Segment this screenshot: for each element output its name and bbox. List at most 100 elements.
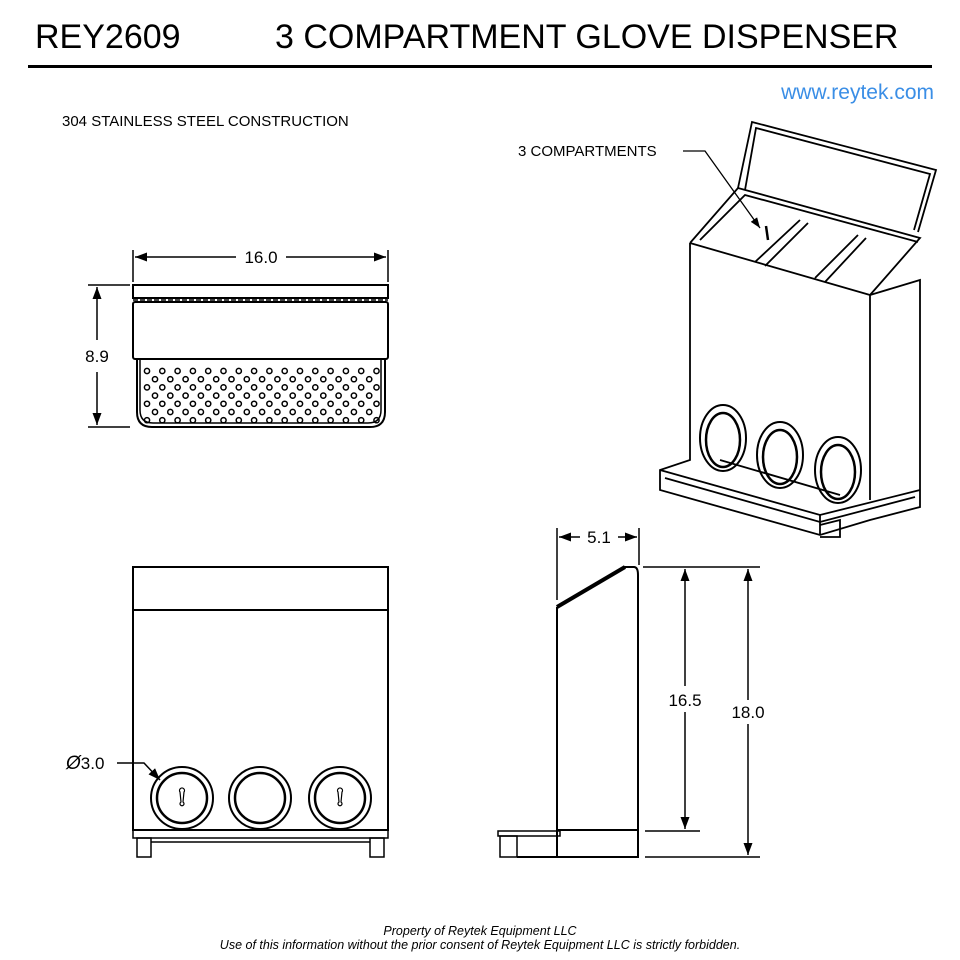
perforation-hole xyxy=(281,416,289,424)
perforation-hole xyxy=(373,416,380,424)
perforation-hole xyxy=(266,367,273,375)
perforation-hole xyxy=(166,408,174,416)
perforation-hole xyxy=(158,400,166,408)
perforation-hole xyxy=(296,400,304,408)
perforation-hole xyxy=(311,416,319,424)
perforation-hole xyxy=(304,392,312,399)
perforation-hole xyxy=(311,367,319,375)
perforation-hole xyxy=(289,392,297,399)
perforation-hole xyxy=(281,367,289,375)
perforation-hole xyxy=(373,400,380,408)
perforation-hole xyxy=(357,384,365,391)
body-height-dimension: 16.5 xyxy=(668,691,701,710)
overall-height-dimension: 18.0 xyxy=(731,703,764,722)
perforation-hole xyxy=(350,408,358,416)
perforation-hole xyxy=(258,408,266,416)
perforation-hole xyxy=(182,392,189,399)
perforation-hole xyxy=(266,400,273,408)
perforation-hole xyxy=(212,408,220,416)
perforation-hole xyxy=(243,375,251,383)
perforation-hole xyxy=(235,400,243,408)
perforation-hole xyxy=(357,416,365,424)
perforation-hole xyxy=(174,367,181,375)
top-view: 16.0 8.9 xyxy=(85,248,389,428)
perforation-hole xyxy=(342,384,350,391)
perforation-hole xyxy=(281,384,289,391)
footer: Property of Reytek Equipment LLC Use of … xyxy=(0,924,960,952)
glove-port-center xyxy=(228,766,292,830)
perforation-hole xyxy=(189,416,197,424)
perforation-hole xyxy=(335,375,342,383)
side-depth-dimension: 5.1 xyxy=(587,528,611,547)
perforation-hole xyxy=(289,375,297,383)
perforation-hole xyxy=(350,392,358,399)
iso-port-2 xyxy=(756,421,804,489)
perforation-hole xyxy=(166,392,174,399)
page-title: 3 COMPARTMENT GLOVE DISPENSER xyxy=(275,18,899,56)
diameter-symbol: Ø xyxy=(65,753,82,774)
keyhole-icon xyxy=(764,225,770,241)
perforation-hole xyxy=(274,375,281,383)
perforation-hole xyxy=(327,416,334,424)
perforation-hole xyxy=(243,408,251,416)
footer-disclaimer: Use of this information without the prio… xyxy=(219,938,741,952)
perforation-hole xyxy=(335,392,342,399)
iso-port-1 xyxy=(699,404,747,472)
perforation-hole xyxy=(143,367,151,375)
perforation-hole xyxy=(289,408,297,416)
perforation-hole xyxy=(228,408,235,416)
perforation-hole xyxy=(274,392,281,399)
material-note: 304 STAINLESS STEEL CONSTRUCTION xyxy=(62,113,349,130)
perforation-hole xyxy=(250,416,258,424)
perforation-hole xyxy=(335,408,342,416)
perforation-hole xyxy=(304,375,312,383)
side-view: 5.1 16.5 18.0 xyxy=(497,528,765,858)
perforation-hole xyxy=(220,384,227,391)
perforation-hole xyxy=(204,416,212,424)
website-link[interactable]: www.reytek.com xyxy=(781,81,934,104)
perforation-pattern xyxy=(143,367,380,424)
perforation-hole xyxy=(143,400,151,408)
perforation-hole xyxy=(212,375,220,383)
perforation-hole xyxy=(250,367,258,375)
perforation-hole xyxy=(204,367,212,375)
perforation-hole xyxy=(357,400,365,408)
keyhole-icon xyxy=(336,787,344,807)
perforation-hole xyxy=(158,367,166,375)
perforation-hole xyxy=(158,416,166,424)
perforation-hole xyxy=(365,375,373,383)
perforation-hole xyxy=(166,375,174,383)
perforation-hole xyxy=(266,384,273,391)
title-divider xyxy=(28,65,932,68)
perforation-hole xyxy=(174,400,181,408)
perforation-hole xyxy=(296,367,304,375)
perforation-hole xyxy=(220,367,227,375)
perforation-hole xyxy=(143,384,151,391)
perforation-hole xyxy=(319,392,327,399)
perforation-hole xyxy=(274,408,281,416)
perforation-hole xyxy=(250,400,258,408)
perforation-hole xyxy=(189,384,197,391)
perforation-hole xyxy=(182,408,189,416)
perforation-hole xyxy=(373,367,380,375)
perforation-hole xyxy=(151,392,159,399)
perforation-hole xyxy=(197,408,205,416)
perforation-hole xyxy=(151,375,159,383)
perforation-hole xyxy=(319,408,327,416)
depth-dimension: 8.9 xyxy=(85,347,109,366)
perforation-hole xyxy=(266,416,273,424)
perforation-hole xyxy=(365,408,373,416)
svg-text:Ø3.0: Ø3.0 xyxy=(65,753,104,774)
front-view: Ø3.0 xyxy=(65,566,389,858)
perforation-hole xyxy=(258,392,266,399)
perforation-hole xyxy=(311,400,319,408)
perforation-hole xyxy=(151,408,159,416)
perforation-hole xyxy=(243,392,251,399)
perforation-hole xyxy=(182,375,189,383)
perforation-hole xyxy=(342,367,350,375)
perforation-hole xyxy=(212,392,220,399)
perforation-hole xyxy=(235,367,243,375)
compartments-callout: 3 COMPARTMENTS xyxy=(518,143,657,160)
perforation-hole xyxy=(365,392,373,399)
